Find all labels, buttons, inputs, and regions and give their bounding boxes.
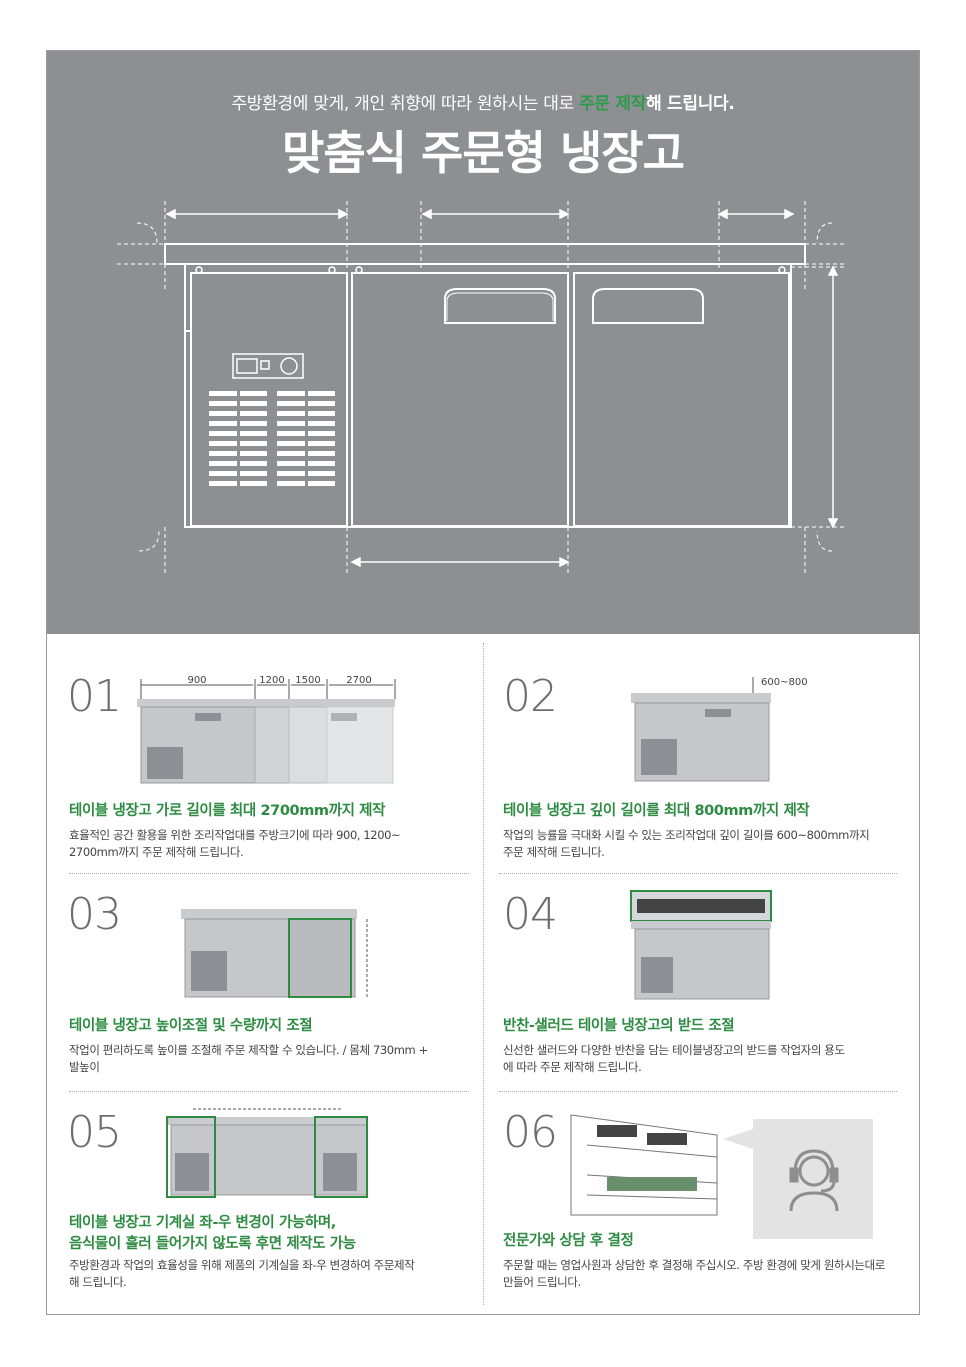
vent-gap <box>305 401 308 406</box>
hero-title: 맞춤식 주문형 냉장고 <box>282 126 685 180</box>
vent-gap <box>237 431 240 436</box>
feature-02-number: 02 <box>503 671 558 722</box>
grid-divider-vertical <box>483 643 484 1305</box>
dim-2700: 2700 <box>346 675 371 686</box>
vent-gap <box>237 481 240 486</box>
vent-gap <box>305 461 308 466</box>
speech-bubble <box>723 1119 873 1239</box>
dim-600-800: 600~800 <box>761 677 808 688</box>
vent-gap <box>237 421 240 426</box>
feature-04-image <box>630 890 772 1000</box>
vent-gap <box>237 461 240 466</box>
feature-06-kitchen-illustration <box>570 1114 718 1216</box>
vent-gap <box>305 421 308 426</box>
vent-gap <box>237 471 240 476</box>
hero-subtitle: 주방환경에 맞게, 개인 취향에 따라 원하시는 대로 주문 제작해 드립니다. <box>231 94 735 114</box>
feature-02-title: 테이블 냉장고 깊이 길이를 최대 800mm까지 제작 <box>503 803 810 819</box>
vent-gap <box>237 411 240 416</box>
vent-gap <box>305 411 308 416</box>
feature-01-desc: 효율적인 공간 활용을 위한 조리작업대를 주방크기에 따라 900, 1200… <box>69 828 401 859</box>
refrigerator-blueprint <box>117 201 847 576</box>
grid-divider-row2-right <box>499 1091 897 1092</box>
feature-04-number: 04 <box>503 889 558 940</box>
feature-01-title: 테이블 냉장고 가로 길이를 최대 2700mm까지 제작 <box>69 803 386 819</box>
vent-gap <box>305 471 308 476</box>
vent-gap <box>237 401 240 406</box>
grid-divider-row2-left <box>69 1091 469 1092</box>
feature-01-image: 900 1200 1500 2700 <box>137 675 396 784</box>
vent-gap <box>237 451 240 456</box>
feature-06-number: 06 <box>503 1107 558 1158</box>
feature-06-title: 전문가와 상담 후 결정 <box>503 1233 634 1249</box>
grid-divider-row1-right <box>499 873 897 874</box>
dim-1500: 1500 <box>295 675 320 686</box>
feature-04-title: 반찬-샐러드 테이블 냉장고의 받드 조절 <box>503 1018 735 1034</box>
vent-gap <box>305 451 308 456</box>
hero-subtitle-highlight: 주문 제작 <box>579 94 647 114</box>
vent-gap <box>305 441 308 446</box>
feature-01-number: 01 <box>67 671 122 722</box>
feature-05-image <box>166 1108 368 1198</box>
vent-gap <box>237 441 240 446</box>
control-panel <box>232 353 304 379</box>
dim-1200: 1200 <box>259 675 284 686</box>
feature-05-number: 05 <box>67 1107 122 1158</box>
vent-gap <box>305 431 308 436</box>
dim-900: 900 <box>187 675 206 686</box>
feature-03-desc: 작업이 편리하도록 높이를 조절해 주문 제작할 수 있습니다. / 몸체 73… <box>69 1043 428 1074</box>
feature-03-number: 03 <box>67 889 122 940</box>
vent-gap <box>305 391 308 396</box>
feature-03-image <box>181 909 368 998</box>
feature-04-desc: 신선한 샐러드와 다양한 반찬을 담는 테이블냉장고의 받드를 작업자의 용도 … <box>503 1043 845 1074</box>
feature-02-desc: 작업의 능률을 극대화 시킬 수 있는 조리작업대 깊이 길이를 600~800… <box>503 828 870 859</box>
feature-02-image: 600~800 <box>631 677 808 782</box>
vent-gap <box>305 481 308 486</box>
headset-operator-icon <box>789 1149 839 1212</box>
hero-banner: 주방환경에 맞게, 개인 취향에 따라 원하시는 대로 주문 제작해 드립니다.… <box>47 51 919 634</box>
grid-divider-row1-left <box>69 873 469 874</box>
vent-gap <box>237 391 240 396</box>
feature-03-title: 테이블 냉장고 높이조절 및 수량까지 조절 <box>69 1018 313 1034</box>
feature-05-desc: 주방환경과 작업의 효율성을 위해 제품의 기계실을 좌-우 변경하여 주문제작… <box>69 1258 415 1289</box>
brochure-frame: 주방환경에 맞게, 개인 취향에 따라 원하시는 대로 주문 제작해 드립니다.… <box>46 50 920 1315</box>
feature-05-title: 테이블 냉장고 기계실 좌-우 변경이 가능하며, 음식물이 흘러 들어가지 않… <box>69 1215 356 1252</box>
feature-06-desc: 주문할 때는 영업사원과 상담한 후 결정해 주십시오. 주방 환경에 맞게 원… <box>503 1258 885 1289</box>
